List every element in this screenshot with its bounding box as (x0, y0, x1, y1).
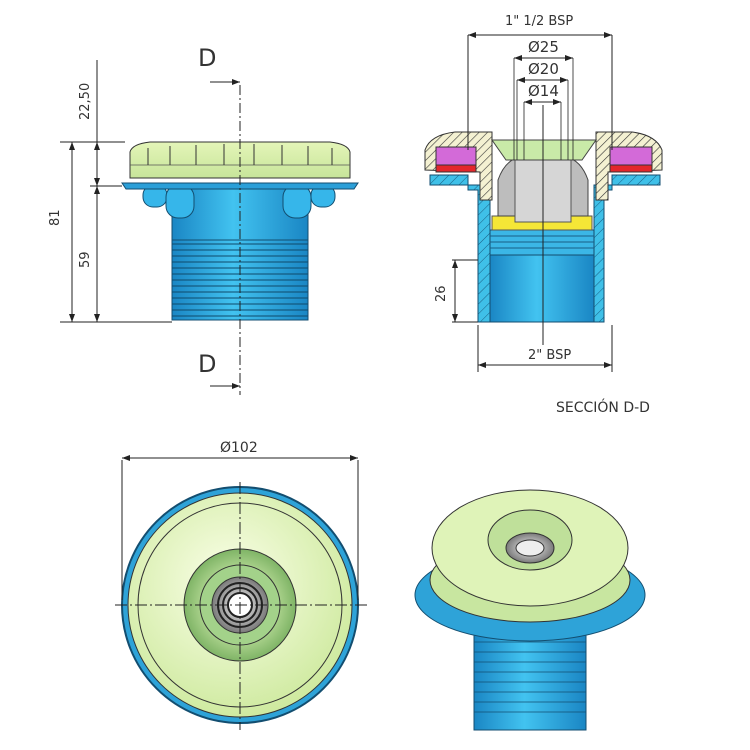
dim-bottom-thread: 2" BSP (528, 348, 572, 363)
dim-total-height: 81 (48, 209, 63, 226)
section-title: SECCIÓN D-D (556, 400, 650, 416)
dim-top-thread: 1" 1/2 BSP (505, 14, 574, 29)
top-view (115, 455, 368, 730)
dim-depth: 26 (434, 285, 449, 302)
dim-diam-14: Ø14 (528, 82, 559, 100)
section-marker-top: D (198, 44, 217, 72)
section-view (424, 32, 663, 372)
dim-diam-20: Ø20 (528, 60, 559, 78)
isometric-view (414, 489, 646, 731)
dim-body-height: 59 (78, 251, 93, 268)
dim-cap-height: 22,50 (78, 82, 93, 120)
section-marker-bottom: D (198, 350, 217, 378)
front-view (60, 60, 359, 395)
dim-diameter-102: Ø102 (220, 440, 258, 456)
dim-diam-25: Ø25 (528, 38, 559, 56)
